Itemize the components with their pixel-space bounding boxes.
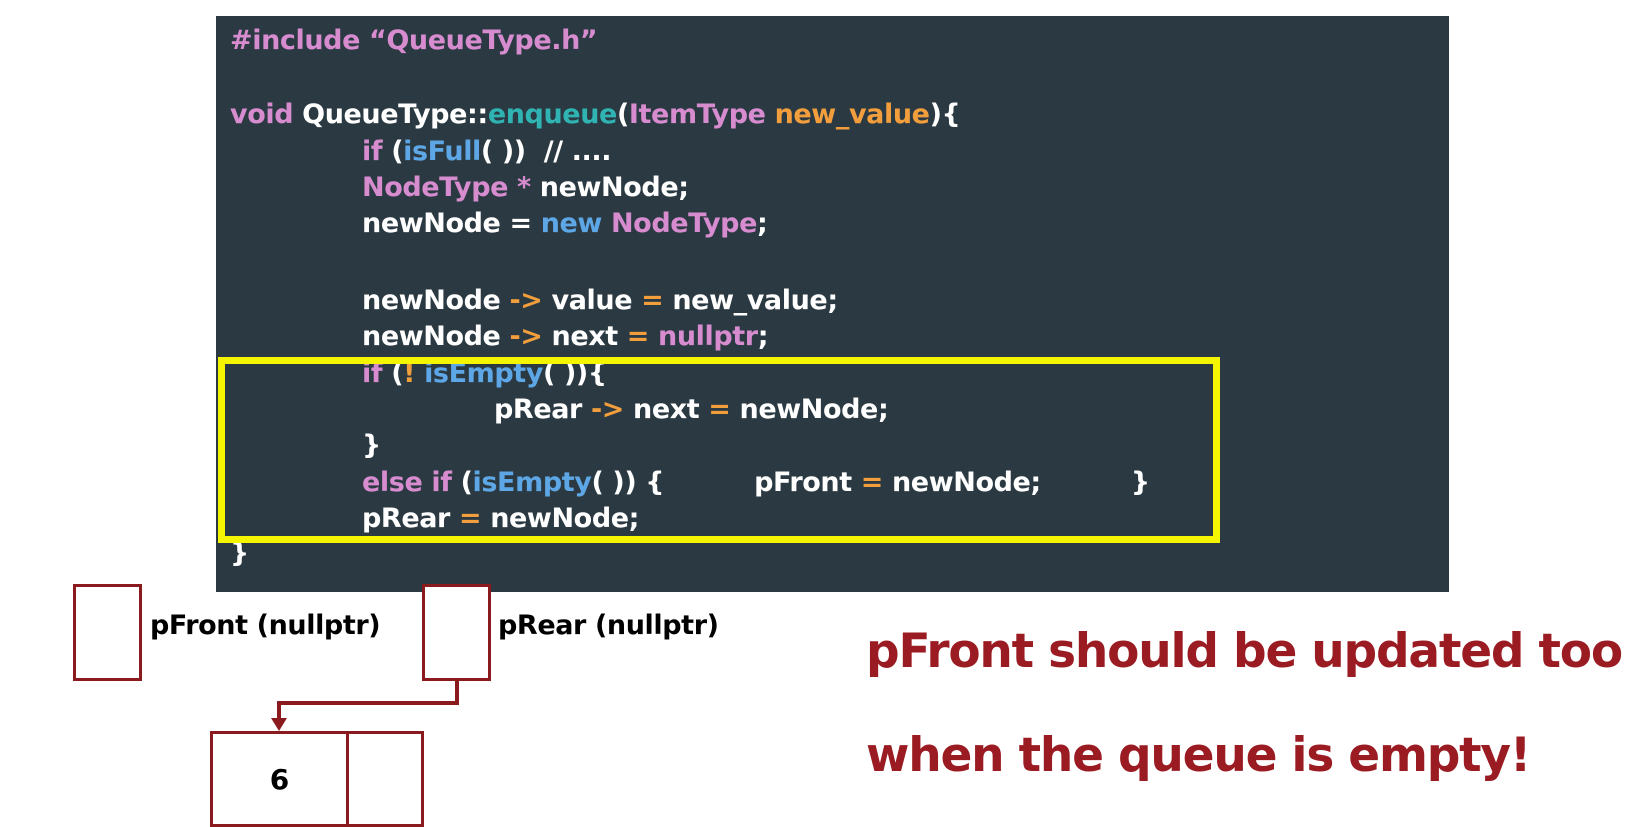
code-token: ! — [403, 358, 425, 389]
code-line: newNode -> value = new_value; — [362, 284, 838, 318]
code-token: isFull — [403, 136, 481, 167]
code-token: newNode — [362, 321, 510, 352]
code-line: newNode = new NodeType; — [362, 207, 768, 241]
code-token: newNode — [362, 285, 510, 316]
code-token: newNode; — [490, 503, 640, 534]
code-token: if — [362, 358, 392, 389]
code-token: #include “QueueType.h” — [230, 25, 598, 56]
code-line: } — [230, 537, 249, 571]
code-token: new — [540, 208, 611, 239]
code-token: if — [362, 136, 392, 167]
code-line: NodeType * newNode; — [362, 171, 689, 205]
code-token: ( — [391, 136, 404, 167]
code-token: ; — [757, 208, 768, 239]
code-line: } — [362, 429, 381, 463]
code-token: newNode; — [539, 172, 689, 203]
code-line: newNode -> next = nullptr; — [362, 320, 769, 354]
code-token: newNode; } — [891, 467, 1150, 498]
code-token: = — [626, 321, 658, 352]
pfront-pointer-box — [73, 584, 142, 681]
code-token: newNode = — [362, 208, 541, 239]
code-token: = — [708, 394, 740, 425]
code-token: -> — [509, 285, 552, 316]
code-token: void — [230, 99, 303, 130]
prear-pointer-box — [422, 584, 491, 681]
note-line-1: pFront should be updated too — [866, 624, 1623, 679]
code-token: NodeType — [610, 208, 758, 239]
code-token: ItemType — [628, 99, 775, 130]
pfront-label: pFront (nullptr) — [150, 610, 381, 641]
node-value: 6 — [269, 762, 290, 796]
code-line: if (isFull( )) // .... — [362, 135, 611, 169]
code-token: new_value; — [672, 285, 838, 316]
code-token: pRear — [362, 503, 459, 534]
code-token: = — [641, 285, 673, 316]
code-token: ( )) { — [591, 467, 755, 498]
code-line: pRear = newNode; — [362, 502, 639, 536]
code-token: ){ — [929, 99, 961, 130]
code-line: pRear -> next = newNode; — [494, 393, 889, 427]
code-token: ( — [616, 99, 629, 130]
code-token: ( )) // .... — [480, 136, 612, 167]
code-token: else if — [362, 467, 461, 498]
code-token: QueueType:: — [302, 99, 488, 130]
code-token: isEmpty — [472, 467, 592, 498]
code-token: -> — [509, 321, 552, 352]
code-line: #include “QueueType.h” — [230, 24, 598, 58]
code-panel: #include “QueueType.h”void QueueType::en… — [216, 16, 1449, 592]
code-token: pFront — [754, 467, 861, 498]
code-token: ( — [391, 358, 404, 389]
code-token: ( — [460, 467, 473, 498]
code-token: ; — [757, 321, 769, 352]
code-token: } — [362, 430, 381, 461]
code-token: nullptr — [658, 321, 758, 352]
code-token: = — [860, 467, 892, 498]
prear-label: pRear (nullptr) — [498, 610, 719, 641]
node-next-cell — [346, 731, 424, 827]
code-token: } — [230, 538, 249, 569]
code-token: = — [458, 503, 491, 534]
code-line: void QueueType::enqueue(ItemType new_val… — [230, 98, 961, 132]
node-value-cell: 6 — [210, 731, 349, 827]
note-line-2: when the queue is empty! — [866, 728, 1531, 783]
code-token: NodeType * — [362, 172, 540, 203]
code-token: value — [551, 285, 642, 316]
code-token: -> — [590, 394, 633, 425]
code-token: pRear — [494, 394, 591, 425]
code-token: enqueue — [487, 99, 618, 130]
code-line: else if (isEmpty( )) { pFront = newNode;… — [362, 466, 1150, 500]
code-token: next — [551, 321, 627, 352]
code-token: new_value — [774, 99, 930, 130]
code-token: next — [633, 394, 709, 425]
code-token: newNode; — [739, 394, 889, 425]
